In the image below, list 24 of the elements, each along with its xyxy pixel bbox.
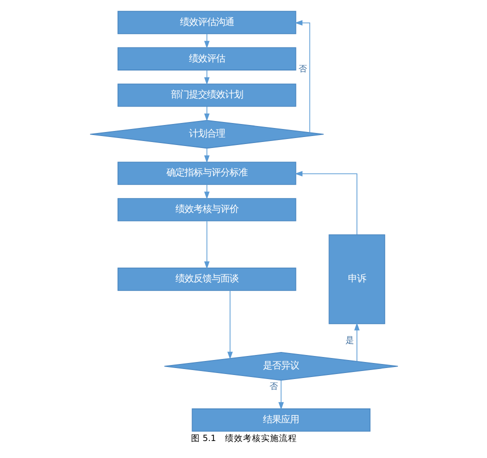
arrow	[204, 106, 210, 122]
arrow	[204, 220, 210, 270]
node-box: 绩效考核与评价	[117, 198, 296, 222]
arrow	[204, 33, 210, 49]
arrow	[278, 380, 284, 410]
node-box: 绩效反馈与面谈	[117, 268, 296, 291]
arrow	[226, 290, 232, 360]
edge-label: 是	[344, 336, 354, 346]
node-box: 确定指标与评分标准	[117, 162, 296, 185]
arrow	[294, 20, 310, 133]
arrow	[294, 170, 357, 235]
arrow	[204, 70, 210, 85]
arrow	[354, 322, 360, 362]
arrow	[204, 184, 210, 200]
edge-label: 否	[298, 64, 307, 74]
arrow	[204, 148, 210, 164]
node-box: 结果应用	[191, 408, 370, 432]
node-box: 绩效评估沟通	[117, 10, 296, 34]
node-box: 绩效评估	[117, 47, 296, 70]
node-box: 申诉	[328, 234, 385, 324]
edge-label: 否	[269, 382, 278, 392]
caption: 图 5.1 绩效考核实施流程	[190, 434, 297, 444]
node-box: 部门提交绩效计划	[117, 84, 296, 107]
node-diamond: 计划合理	[89, 120, 324, 149]
